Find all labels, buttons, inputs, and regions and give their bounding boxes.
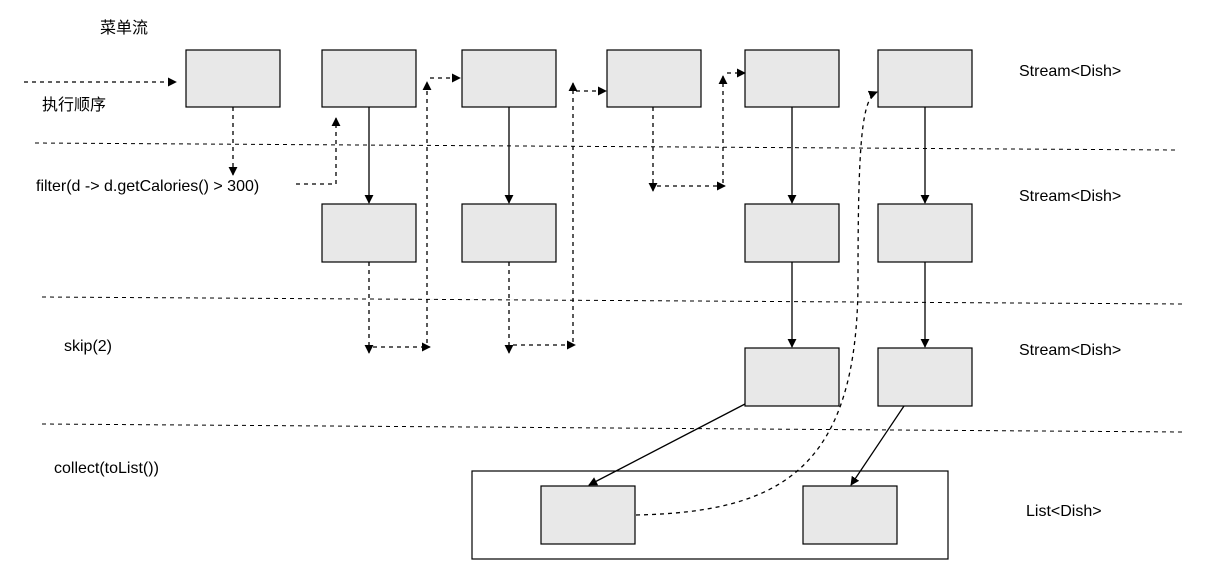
divider-line bbox=[41, 423, 1183, 433]
divider-line bbox=[41, 296, 1183, 305]
menu-dish-box bbox=[606, 49, 702, 108]
execution-order-arrow bbox=[296, 117, 341, 185]
filtered-dish-box bbox=[877, 203, 973, 263]
menu-stream-label: 菜单流 bbox=[100, 19, 148, 37]
collected-dish-box bbox=[540, 485, 636, 545]
divider-line bbox=[34, 142, 1176, 151]
menu-dish-box bbox=[185, 49, 281, 108]
flow-arrow bbox=[588, 403, 746, 486]
skip-op-label: skip(2) bbox=[64, 338, 112, 355]
row2-type-label: Stream<Dish> bbox=[1019, 188, 1121, 205]
row1-type-label: Stream<Dish> bbox=[1019, 63, 1121, 80]
row3-type-label: Stream<Dish> bbox=[1019, 342, 1121, 359]
flow-arrow bbox=[850, 405, 905, 486]
filter-op-label: filter(d -> d.getCalories() > 300) bbox=[36, 178, 259, 195]
skipped-dish-box bbox=[877, 347, 973, 407]
skipped-dish-box bbox=[744, 347, 840, 407]
row4-type-label: List<Dish> bbox=[1026, 503, 1102, 520]
menu-dish-box bbox=[877, 49, 973, 108]
filtered-dish-box bbox=[744, 203, 840, 263]
execution-order-arrow bbox=[635, 90, 878, 516]
menu-dish-box bbox=[321, 49, 417, 108]
result-list-frame bbox=[471, 470, 949, 560]
execution-order-label: 执行顺序 bbox=[42, 96, 106, 114]
collected-dish-box bbox=[802, 485, 898, 545]
filtered-dish-box bbox=[461, 203, 557, 263]
collect-op-label: collect(toList()) bbox=[54, 460, 159, 477]
menu-dish-box bbox=[461, 49, 557, 108]
menu-dish-box bbox=[744, 49, 840, 108]
filtered-dish-box bbox=[321, 203, 417, 263]
